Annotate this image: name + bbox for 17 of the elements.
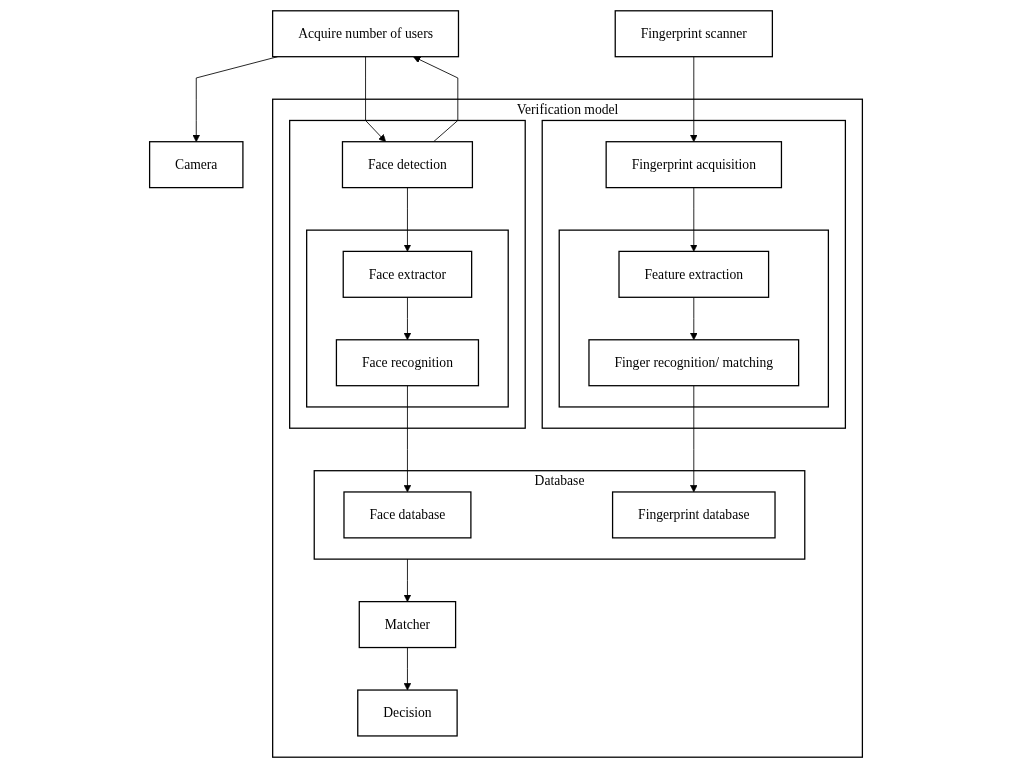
node-box: Face recognition: [335, 338, 480, 386]
cluster: [558, 229, 829, 408]
node-box: Acquire number of users: [272, 9, 460, 57]
node-box: Face detection: [341, 140, 474, 188]
node-box: Camera: [148, 140, 244, 188]
node-box: Finger recognition/ matching: [588, 338, 800, 386]
cluster: [541, 119, 847, 429]
cluster: [306, 229, 509, 408]
node-box: Decision: [357, 688, 458, 737]
node-box: Fingerprint scanner: [614, 9, 773, 57]
node-box: Fingerprint acquisition: [605, 140, 783, 188]
node-box: Fingerprint database: [611, 490, 776, 538]
node-box: Matcher: [358, 600, 457, 648]
node-box: Feature extraction: [618, 250, 770, 298]
cluster: [289, 119, 526, 429]
node-box: Face extractor: [342, 250, 473, 298]
node-box: Face database: [343, 490, 472, 538]
